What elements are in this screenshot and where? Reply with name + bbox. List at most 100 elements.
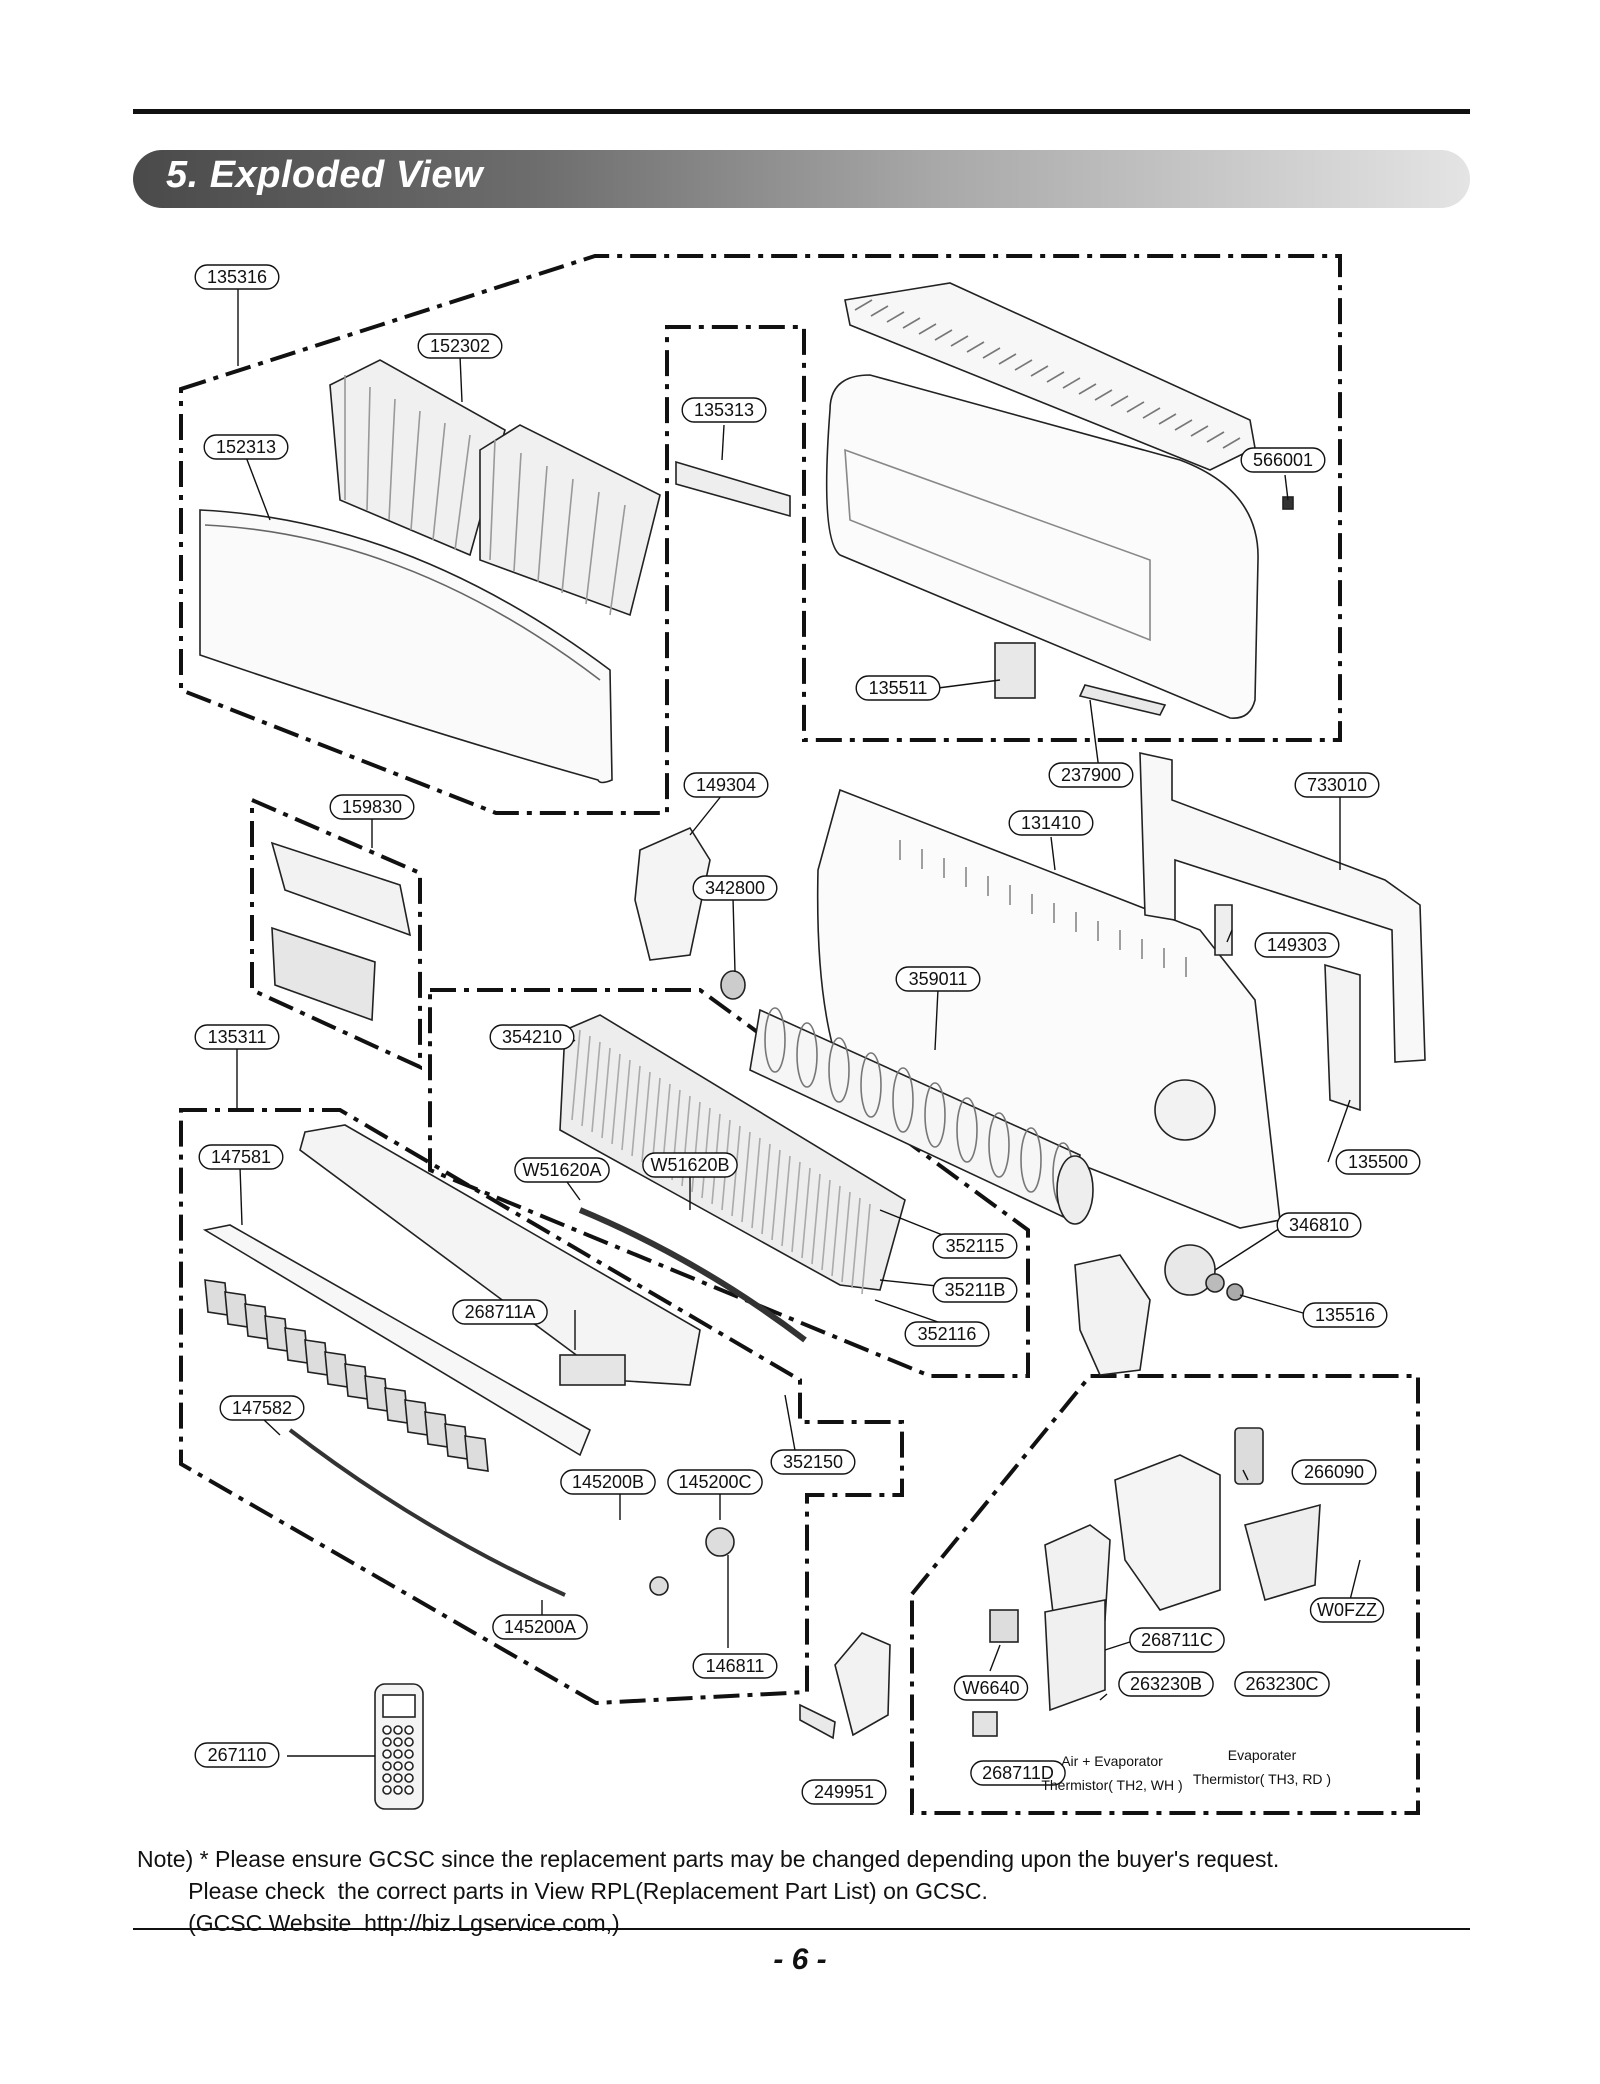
- callout-label: 147582: [232, 1398, 292, 1418]
- louver-blade: [344, 1363, 369, 1400]
- part-callout: 249951: [801, 1779, 887, 1805]
- louver-blade: [244, 1303, 269, 1340]
- callout-bubble: [770, 1449, 856, 1475]
- fan-blade-ring: [796, 1022, 818, 1088]
- grille-slat: [1158, 413, 1177, 425]
- bearing-shape: [720, 970, 746, 1000]
- filter-grid-line: [609, 504, 626, 616]
- part-callout: 135511: [855, 675, 941, 701]
- callout-label: 159830: [342, 797, 402, 817]
- callout-label: 249951: [814, 1782, 874, 1802]
- callout-label: 149304: [696, 775, 756, 795]
- leader-line: [245, 456, 271, 521]
- callout-bubble: [489, 1024, 575, 1050]
- grille-slat: [1062, 377, 1081, 389]
- part-callout: 131410: [1008, 810, 1094, 836]
- callout-label: 352115: [946, 1236, 1005, 1256]
- grille-slat: [998, 353, 1017, 365]
- control-box-cover-shape: [1114, 1454, 1221, 1611]
- grille-slat: [1126, 401, 1145, 413]
- evaporator-fin: [581, 1035, 591, 1127]
- leader-line: [1099, 1693, 1108, 1701]
- filter-grid-line: [454, 434, 471, 551]
- motor-cover-shape: [1074, 1254, 1151, 1376]
- grille-slat: [950, 335, 969, 347]
- louver-blade: [224, 1291, 249, 1328]
- leader-line: [261, 1417, 281, 1436]
- leader-line: [732, 897, 736, 973]
- grille-slat: [1174, 419, 1193, 431]
- note-line-3: (GCSC Website http://biz.Lgservice.com,): [137, 1910, 620, 1936]
- part-callout: 146811: [692, 1653, 778, 1679]
- step-motor-small-shape: [649, 1576, 669, 1596]
- remote-button-shape: [393, 1725, 403, 1735]
- evaporator-shape: [559, 1014, 906, 1291]
- part-callout: 267110: [194, 1742, 280, 1768]
- grille-slat: [1190, 425, 1209, 437]
- display-group: [250, 796, 422, 1071]
- grille-slat: [966, 341, 985, 353]
- control-box-group: [910, 1374, 1420, 1815]
- louver-blade: [424, 1411, 449, 1448]
- callout-label: 352116: [918, 1324, 977, 1344]
- part-callout: 159830: [329, 794, 415, 820]
- remote-button-shape: [382, 1761, 392, 1771]
- part-callout: 152302: [417, 333, 503, 359]
- callout-label: 149303: [1267, 935, 1327, 955]
- callout-label: 35211B: [945, 1280, 1006, 1300]
- leader-line: [1327, 1099, 1351, 1163]
- part-callout: 135516: [1302, 1302, 1388, 1328]
- evaporator-fin: [791, 1161, 801, 1253]
- evaporator-fin: [641, 1071, 651, 1163]
- evaporator-group: [428, 988, 1030, 1378]
- part-drawings: [199, 282, 1426, 1810]
- bracket-149303-shape: [1214, 904, 1233, 956]
- leader-line: [934, 988, 939, 1051]
- bottom-rule: [133, 1928, 1470, 1930]
- callout-label: W51620A: [522, 1160, 601, 1180]
- part-callout: 263230B: [1118, 1671, 1214, 1697]
- thermistor-caption: Air + Evaporator: [1061, 1753, 1163, 1769]
- remote-button-shape: [393, 1773, 403, 1783]
- callout-bubble: [932, 1277, 1018, 1303]
- part-callout: 359011: [895, 966, 981, 992]
- fan-blade-ring: [860, 1052, 882, 1118]
- louver-blade: [304, 1339, 329, 1376]
- remote-button-shape: [404, 1785, 414, 1795]
- display-window-shape: [1078, 684, 1167, 716]
- grille-slat: [902, 317, 921, 329]
- box-plate-shape: [799, 1703, 836, 1740]
- evaporator-fin: [831, 1185, 841, 1277]
- filter-grid-line: [537, 465, 548, 583]
- leader-line: [1050, 836, 1056, 871]
- callout-bubble: [683, 772, 769, 798]
- part-callout: 566001: [1240, 447, 1326, 473]
- section-title: 5. Exploded View: [166, 154, 484, 196]
- display-frame-shape: [270, 841, 412, 937]
- thermistor-caption: Evaporater: [1228, 1747, 1297, 1763]
- remote-button-shape: [404, 1761, 414, 1771]
- grille-slat: [1142, 407, 1161, 419]
- evaporator-fin: [761, 1143, 771, 1235]
- callout-bubble: [667, 1469, 763, 1495]
- callout-label: 135316: [207, 267, 267, 287]
- callout-bubble: [1291, 1459, 1377, 1485]
- callout-bubble: [203, 434, 289, 460]
- grille-slat: [870, 305, 889, 317]
- callout-label: 147581: [211, 1147, 271, 1167]
- remote-button-shape: [404, 1737, 414, 1747]
- louver-blade: [384, 1387, 409, 1424]
- section-header-band: [133, 150, 1470, 208]
- evaporator-fin: [771, 1149, 781, 1241]
- callout-label: 263230C: [1245, 1674, 1318, 1694]
- part-callout: W51620A: [514, 1157, 610, 1183]
- callout-label: 135313: [694, 400, 754, 420]
- part-callout: 145200C: [667, 1469, 763, 1495]
- louver-blade: [404, 1399, 429, 1436]
- callout-label: 263230B: [1130, 1674, 1202, 1694]
- access-cover-shape: [994, 642, 1036, 699]
- evaporator-fin: [621, 1059, 631, 1151]
- part-callout: W6640: [953, 1675, 1029, 1701]
- front-panel-edge: [204, 524, 601, 681]
- thermistor-caption: Thermistor( TH2, WH ): [1041, 1777, 1182, 1793]
